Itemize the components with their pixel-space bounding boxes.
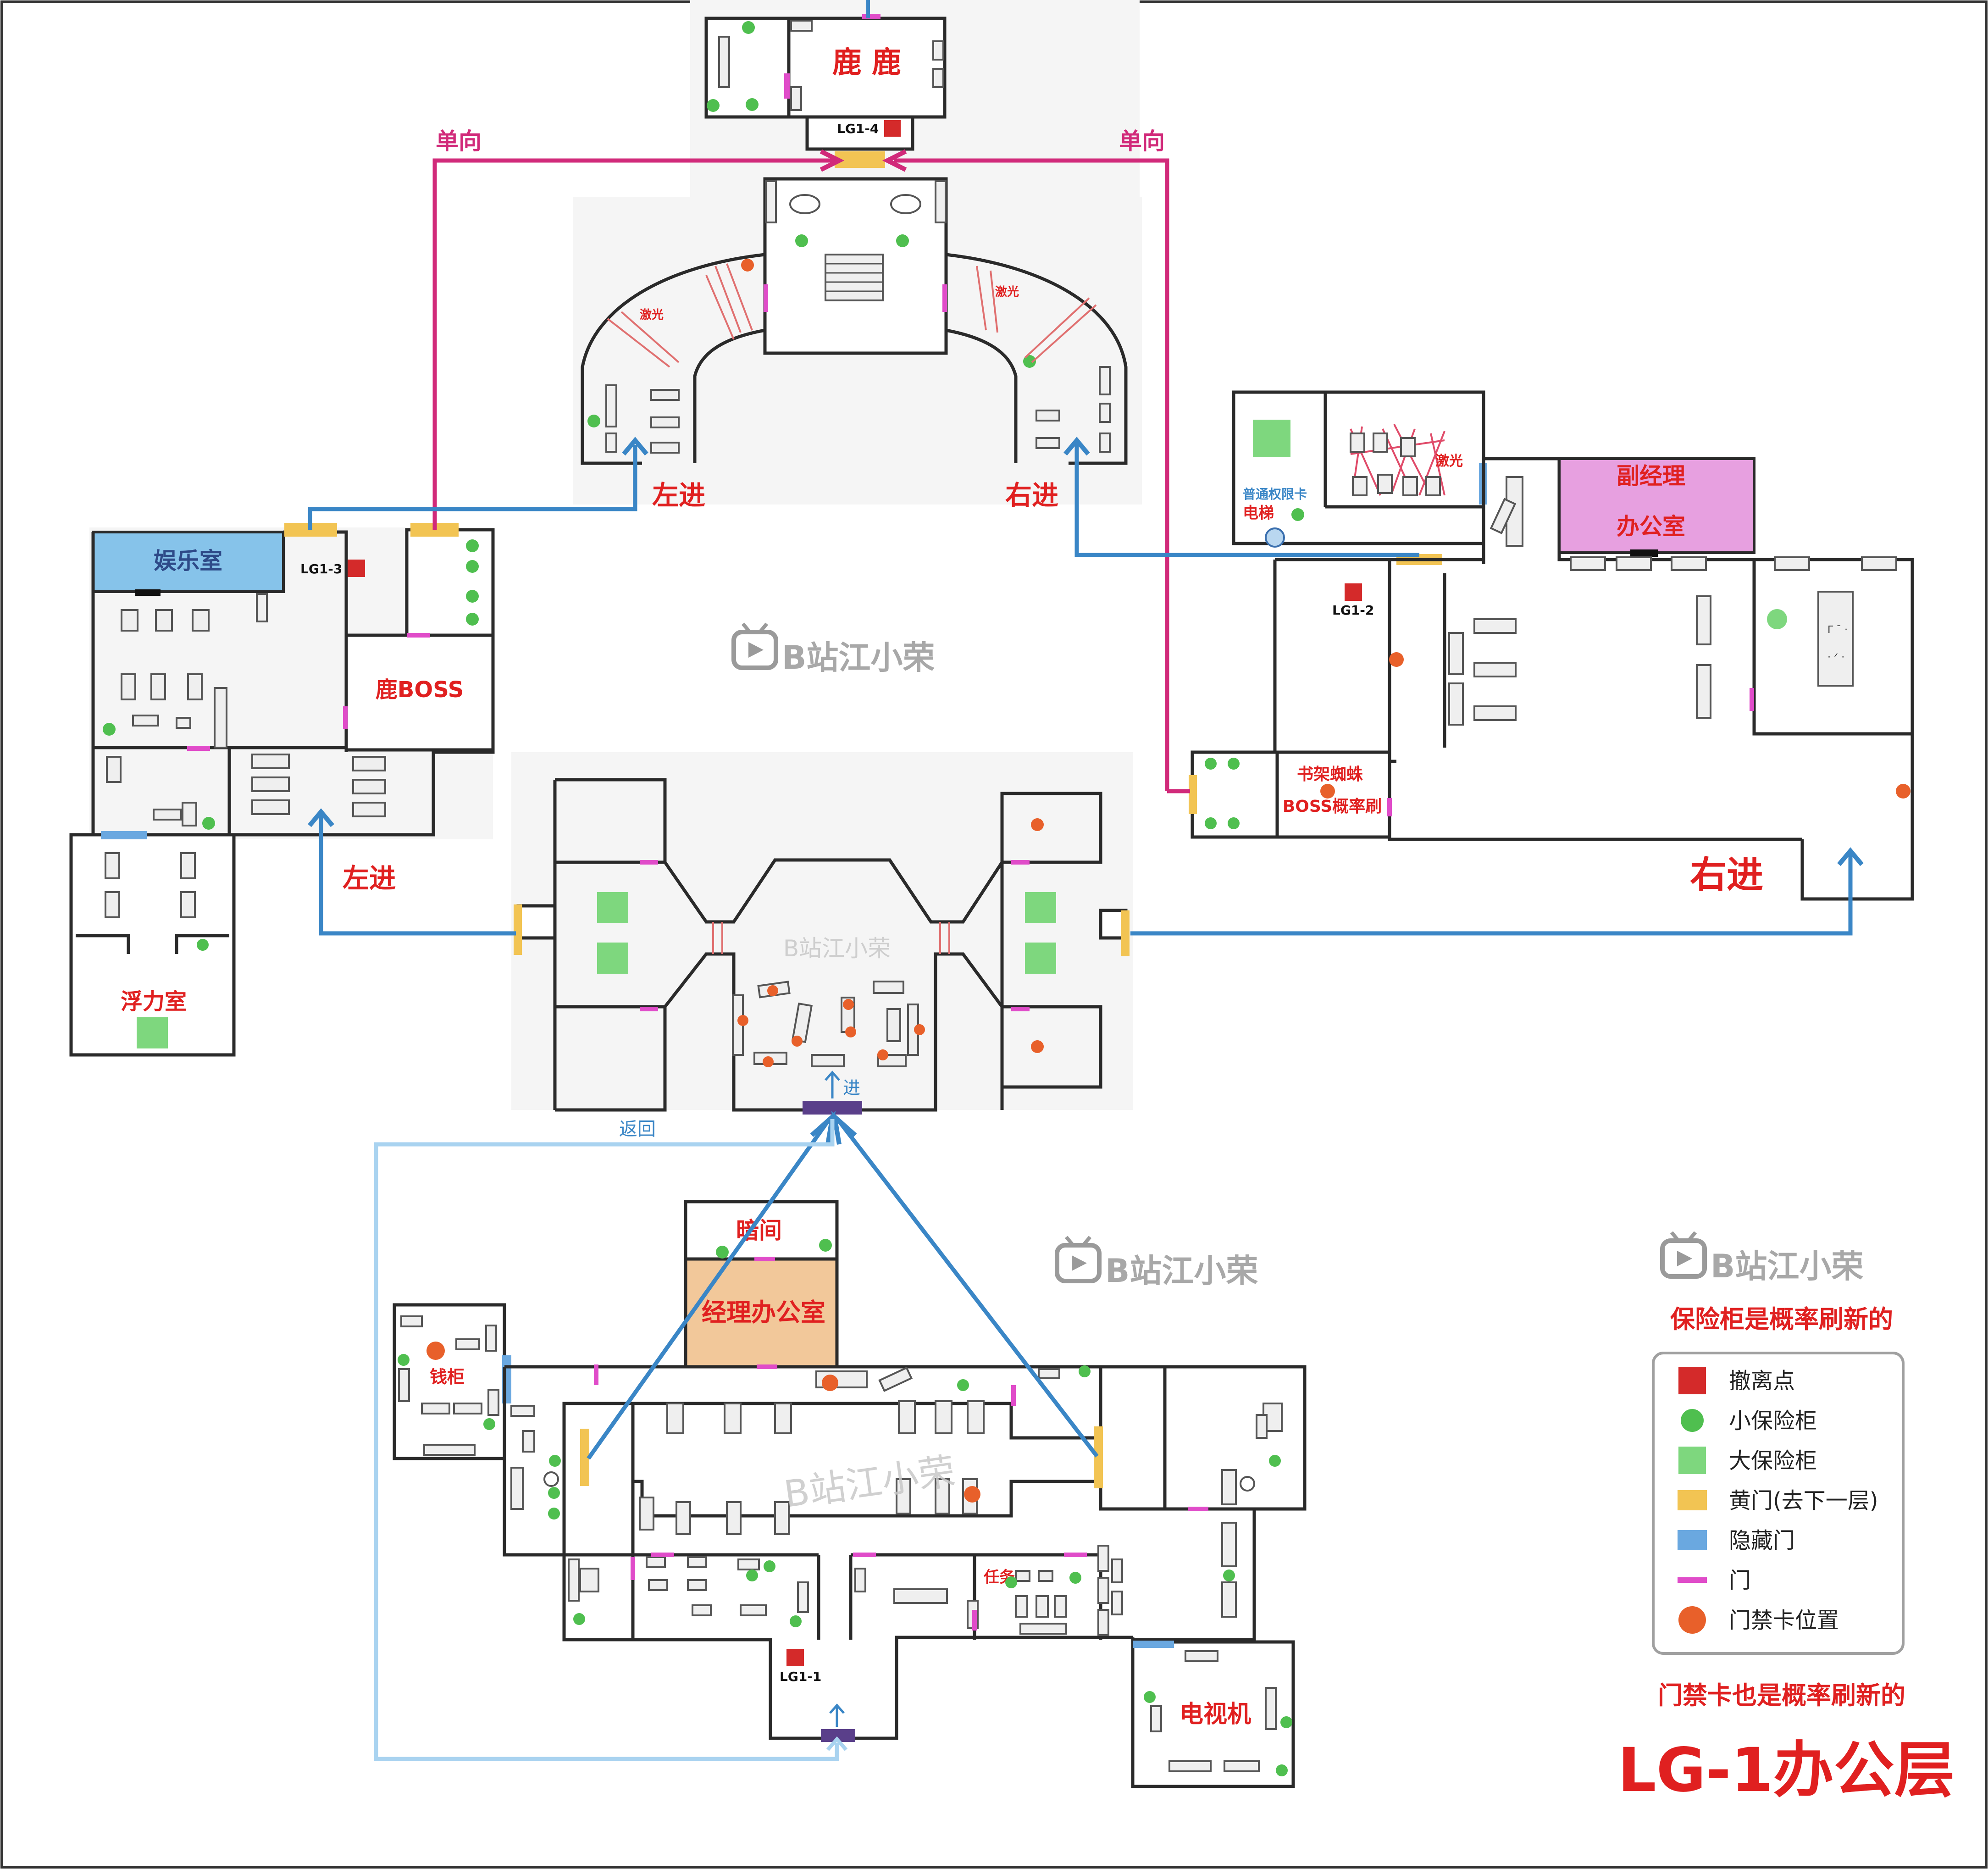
buoyancy-room-label: 浮力室 xyxy=(121,989,187,1015)
legend-label-extract: 撤离点 xyxy=(1729,1368,1795,1394)
left-in-top-label: 左进 xyxy=(652,480,705,511)
manager-office xyxy=(684,1257,839,1369)
left-wing: 娱乐室 鹿BOSS LG1-3 xyxy=(69,523,495,1057)
legend-label-door: 门 xyxy=(1729,1568,1751,1593)
laser-right-label: 激光 xyxy=(995,285,1019,299)
extract-lg1-1-marker xyxy=(786,1649,804,1666)
watermark-text-3: B站江小荣 xyxy=(1711,1248,1863,1285)
manager-office-label: 经理办公室 xyxy=(702,1298,825,1327)
extract-lg1-3-label: LG1-3 xyxy=(300,561,342,577)
watermark-logo-3: B站江小荣 xyxy=(1660,1231,1863,1285)
legend-box xyxy=(1652,1352,1905,1655)
legend-symbol-small-safe xyxy=(1681,1409,1704,1432)
one-way-right-label: 单向 xyxy=(1119,128,1165,155)
central-hub: B站江小荣 xyxy=(511,752,1133,1115)
bookshelf-spider-label-1: 书架蜘蛛 xyxy=(1297,765,1363,784)
deputy-office-label-1: 副经理 xyxy=(1617,463,1685,489)
watermark-bottom: B站江小荣 xyxy=(781,1450,958,1516)
deputy-office-label-2: 办公室 xyxy=(1617,513,1685,540)
right-wing: 激光 普通权限卡 电梯 副经理 办公室 ᒥ ˉ ᐧ · ᐟ · xyxy=(1189,390,1914,901)
routes: 单向 单向 左进 右进 左进 右进 进 返回 xyxy=(308,128,1864,1761)
watermark-hub: B站江小荣 xyxy=(783,935,891,962)
yellow-door-bottom-right xyxy=(1094,1426,1103,1488)
legend-symbol-large-safe xyxy=(1678,1447,1706,1474)
note-card-random: 门禁卡也是概率刷新的 xyxy=(1658,1681,1905,1710)
entertainment-room-label: 娱乐室 xyxy=(154,548,222,574)
legend-label-hidden-door: 隐藏门 xyxy=(1729,1528,1795,1553)
yellow-door-bottom-left xyxy=(580,1429,589,1486)
legend-symbol-extract xyxy=(1678,1367,1706,1394)
extract-lg1-4-marker xyxy=(884,120,901,137)
legend-symbol-door xyxy=(1678,1577,1707,1583)
svg-text:ᒥ ˉ ᐧ: ᒥ ˉ ᐧ xyxy=(1827,624,1847,636)
buoyancy-large-safe xyxy=(137,1017,168,1048)
access-card-label: 普通权限卡 xyxy=(1243,487,1307,502)
one-way-left-label: 单向 xyxy=(436,128,482,155)
watermark-logo-1: B站江小荣 xyxy=(731,622,935,677)
legend-symbol-yellow-door xyxy=(1678,1490,1707,1510)
yellow-door-hub-right xyxy=(1121,910,1130,956)
legend-label-keycard: 门禁卡位置 xyxy=(1729,1608,1839,1633)
legend-label-yellow-door: 黄门(去下一层) xyxy=(1729,1488,1878,1514)
right-in-hub-label: 右进 xyxy=(1690,854,1763,896)
deer-boss-label: 鹿BOSS xyxy=(376,677,464,703)
watermark-text-1: B站江小荣 xyxy=(782,639,935,677)
tv-room-label: 电视机 xyxy=(1180,1701,1251,1728)
map-title: LG-1办公层 xyxy=(1617,1735,1955,1806)
extract-lg1-3-marker xyxy=(348,560,365,577)
watermarks: B站江小荣 B站江小荣 B站江小荣 xyxy=(731,622,1863,1290)
legend-label-small-safe: 小保险柜 xyxy=(1729,1408,1817,1434)
lulu-room-label: 鹿 鹿 xyxy=(832,46,901,80)
laser-right-wing-label: 激光 xyxy=(1435,453,1463,469)
money-cabinet-label: 钱柜 xyxy=(430,1367,465,1387)
enter-label: 进 xyxy=(843,1078,860,1098)
return-label: 返回 xyxy=(619,1119,656,1140)
watermark-logo-2: B站江小荣 xyxy=(1055,1236,1258,1290)
extract-lg1-1-label: LG1-1 xyxy=(780,1669,821,1684)
right-in-top-label: 右进 xyxy=(1005,480,1058,511)
extract-lg1-4-label: LG1-4 xyxy=(837,121,879,136)
note-safe-random: 保险柜是概率刷新的 xyxy=(1670,1305,1893,1334)
elevator-label: 电梯 xyxy=(1243,504,1274,522)
yellow-door-top xyxy=(835,151,885,168)
legend-symbol-hidden-door xyxy=(1678,1530,1707,1550)
extract-lg1-2-label: LG1-2 xyxy=(1332,603,1374,618)
extract-lg1-2-marker xyxy=(1345,583,1362,601)
watermark-text-2: B站江小荣 xyxy=(1105,1252,1258,1290)
left-in-hub-label: 左进 xyxy=(343,863,396,894)
laser-left-label: 激光 xyxy=(640,308,664,322)
bottom-wing: 暗间 经理办公室 钱柜 电视机 xyxy=(393,1200,1307,1788)
legend-label-large-safe: 大保险柜 xyxy=(1729,1448,1817,1474)
lulu-area: 鹿 鹿 LG1-4 xyxy=(573,0,1142,505)
hidden-door-left xyxy=(101,831,147,839)
legend-symbol-keycard xyxy=(1678,1606,1706,1634)
svg-text:· ᐟ ·: · ᐟ · xyxy=(1827,652,1844,663)
yellow-door-hub-left xyxy=(514,904,522,955)
bookshelf-spider-label-2: BOSS概率刷 xyxy=(1283,797,1382,816)
